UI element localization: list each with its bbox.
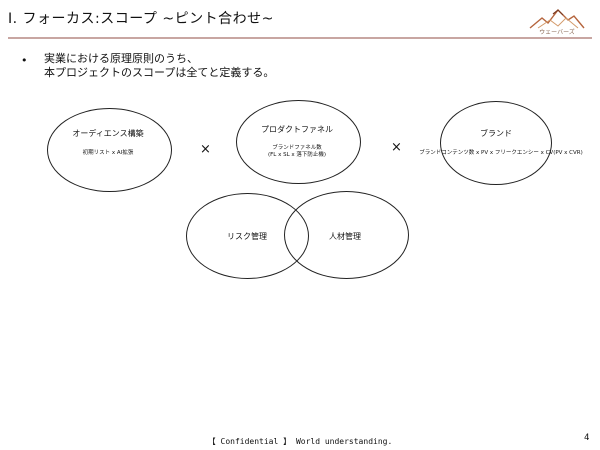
product-funnel-ellipse — [236, 100, 361, 184]
audience-title: オーディエンス構築 — [72, 129, 144, 138]
title-divider — [8, 37, 592, 39]
multiply-sign-2: × — [391, 140, 402, 155]
audience-ellipse — [47, 108, 172, 192]
bullet-text: 実業における原理原則のうち、 本プロジェクトのスコープは全てと定義する。 — [44, 52, 274, 80]
multiply-sign-1: × — [200, 142, 211, 157]
page-number: 4 — [584, 433, 590, 443]
slide-title: Ⅰ. フォーカス:スコープ ~ピント合わせ~ — [8, 11, 274, 27]
product-funnel-detail-1: ブランドファネル数 — [272, 145, 322, 151]
brand-ellipse — [440, 101, 552, 185]
talent-management-ellipse — [284, 191, 409, 279]
bullet-marker: • — [21, 54, 28, 67]
bullet-line-1: 実業における原理原則のうち、 — [44, 52, 198, 65]
mountain-logo-icon — [529, 8, 585, 29]
brand-detail: ブランドコンテンツ数 x PV x フリークエンシー x CV(PV x CVR… — [419, 150, 583, 156]
brand-title: ブランド — [480, 129, 512, 138]
product-funnel-title: プロダクトファネル — [261, 125, 333, 134]
risk-management-title: リスク管理 — [227, 232, 267, 241]
product-funnel-detail-2: (FL x SL x 落下防止機) — [267, 152, 327, 158]
logo-wordmark: ウェーバーズ — [539, 29, 575, 36]
audience-detail: 初期リスト x AI拡張 — [82, 150, 134, 156]
bullet-line-2: 本プロジェクトのスコープは全てと定義する。 — [44, 66, 275, 79]
talent-management-title: 人材管理 — [329, 232, 361, 241]
footer-confidential: 【 Confidential 】 World understanding. — [207, 437, 393, 446]
